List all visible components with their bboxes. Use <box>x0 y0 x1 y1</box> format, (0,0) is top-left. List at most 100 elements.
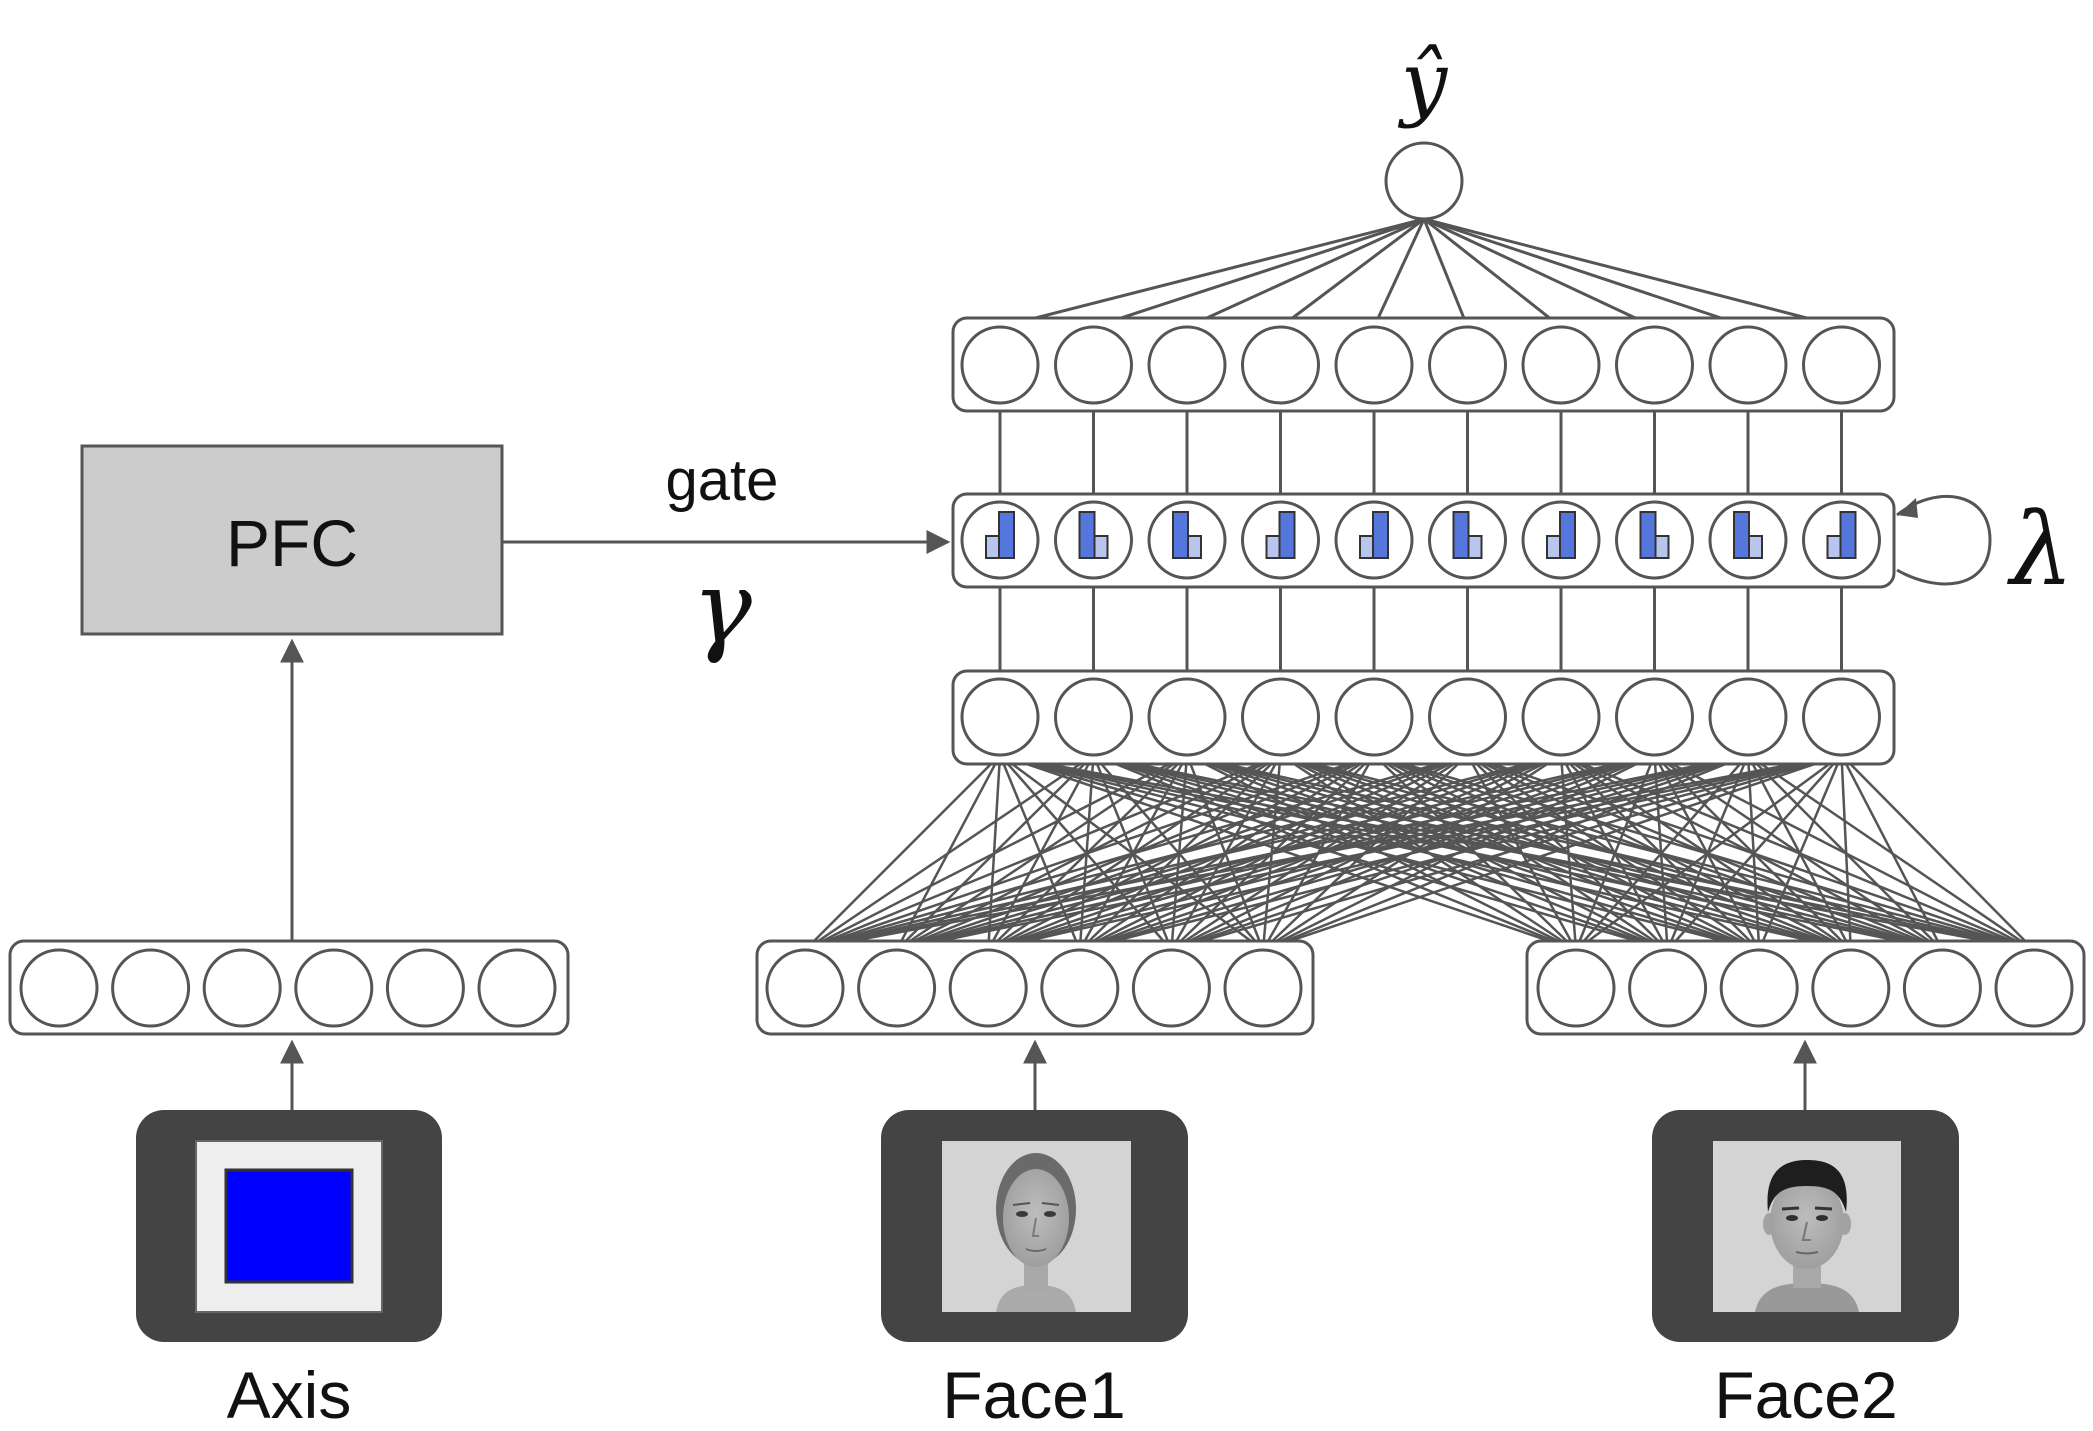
connection-line <box>1423 217 1562 329</box>
connection-line <box>1373 753 2035 952</box>
self-loop-arrow-icon <box>1896 494 1992 586</box>
connection-line <box>1423 217 1749 329</box>
input-hidden-unit <box>1521 677 1601 757</box>
connection-line <box>1372 218 1426 328</box>
gain-bars-icon <box>1826 511 1857 559</box>
input-hidden-unit <box>1615 677 1694 757</box>
output-hidden-unit <box>1428 325 1507 405</box>
connection-line <box>999 753 2035 952</box>
axis-input-unit <box>111 948 191 1028</box>
face1-input-unit <box>948 948 1028 1028</box>
pfc-box <box>80 444 504 636</box>
connection-line <box>999 753 1943 952</box>
connection-line <box>1261 754 1376 951</box>
network-units <box>19 325 2074 1028</box>
output-label: ŷ <box>1397 35 1449 130</box>
connection-line <box>999 753 1668 952</box>
axis-input-unit <box>202 948 282 1028</box>
connection-line <box>1262 753 1562 952</box>
connection-line <box>1747 753 2035 952</box>
face2-input-unit <box>1994 948 2074 1028</box>
connection-line <box>1423 217 1842 329</box>
input-hidden-unit <box>1428 677 1507 757</box>
connection-line <box>1093 217 1425 329</box>
male-face-icon <box>1652 1110 1959 1342</box>
axis-label: Axis <box>227 1358 352 1431</box>
connection-line <box>1185 754 1265 951</box>
output-hidden-unit <box>1615 325 1694 405</box>
gain-bars-icon <box>985 511 1015 559</box>
output-hidden-unit <box>1054 325 1133 405</box>
output-hidden-unit <box>1241 325 1320 405</box>
face1-label: Face1 <box>942 1358 1125 1431</box>
face1-input-unit <box>1040 948 1120 1028</box>
face1-input-unit <box>1223 948 1303 1028</box>
connection-line <box>1262 754 1469 951</box>
connection-line <box>1279 217 1425 329</box>
connection-line <box>1840 754 2035 951</box>
face2-input-unit <box>1902 948 1982 1028</box>
face1-input-unit <box>857 948 937 1028</box>
pfc-label: PFC <box>226 506 358 580</box>
input-hidden-unit <box>1054 677 1133 757</box>
connection-line <box>1262 753 1749 952</box>
gain-bars-icon <box>1265 511 1296 559</box>
connection-line <box>1186 217 1425 329</box>
axis-input-unit <box>385 948 465 1028</box>
connection-line <box>999 753 1577 952</box>
input-hidden-unit <box>960 677 1040 757</box>
face2-input-unit <box>1628 948 1708 1028</box>
input-hidden-unit <box>1802 677 1881 757</box>
connection-line <box>999 217 1425 329</box>
gain-bars-icon <box>1359 511 1389 559</box>
connection-line <box>804 754 1001 951</box>
connection-line <box>986 754 1002 951</box>
input-hidden-unit <box>1147 677 1227 757</box>
face2-input-unit <box>1811 948 1891 1028</box>
connection-line <box>1423 217 1656 329</box>
face2-input-unit <box>1536 948 1616 1028</box>
gain-bars-icon <box>1078 511 1109 559</box>
face2-input-unit <box>1719 948 1799 1028</box>
input-hidden-unit <box>1708 677 1788 757</box>
connection-line <box>1560 753 2035 952</box>
axis-input-unit <box>19 948 99 1028</box>
connection-line <box>895 754 1002 951</box>
connection-line <box>1261 754 1282 951</box>
output-hidden-unit <box>1334 325 1414 405</box>
face2-label: Face2 <box>1714 1358 1897 1431</box>
connection-line <box>999 753 1264 952</box>
connection-line <box>999 754 1173 951</box>
gamma-label: γ <box>692 549 752 666</box>
output-hidden-unit <box>1802 325 1881 405</box>
gain-bars-icon <box>1733 511 1763 559</box>
connection-line <box>1467 753 2035 952</box>
connection-line <box>998 754 1081 951</box>
output-hidden-unit <box>960 325 1040 405</box>
connection-line <box>1262 753 1842 952</box>
lambda-label: λ <box>2006 491 2073 608</box>
gate-label: gate <box>666 448 779 513</box>
gain-bars-icon <box>1639 511 1670 559</box>
gain-bars-icon <box>1172 511 1202 559</box>
axis-input-unit <box>477 948 557 1028</box>
connection-line <box>1653 753 2035 952</box>
input-hidden-unit <box>1241 677 1320 757</box>
connection-line <box>1262 753 1656 952</box>
face1-input-unit <box>1131 948 1211 1028</box>
connection-line <box>1280 753 2035 952</box>
blue-square-icon <box>136 1110 442 1342</box>
output-hidden-unit <box>1708 325 1788 405</box>
connection-line <box>1186 753 2035 952</box>
output-unit <box>1384 141 1464 221</box>
self-loop-arrowhead <box>1897 498 1918 518</box>
axis-input-unit <box>294 948 374 1028</box>
connection-line <box>999 753 1760 952</box>
connection-line <box>1093 753 2035 952</box>
face1-input-unit <box>765 948 845 1028</box>
input-hidden-unit <box>1334 677 1414 757</box>
connection-line <box>1422 218 1469 328</box>
connection-line <box>999 753 1852 952</box>
